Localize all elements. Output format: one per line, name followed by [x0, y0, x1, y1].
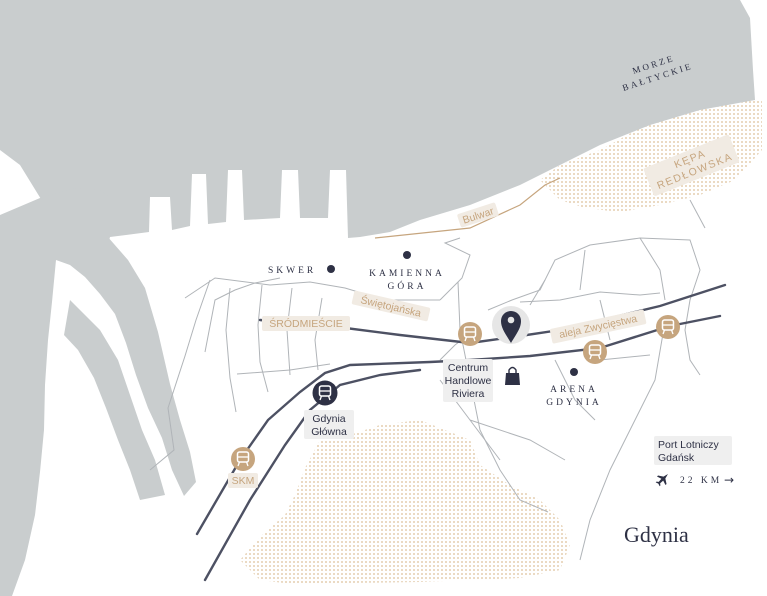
svg-text:Handlowe: Handlowe [445, 375, 492, 387]
label-skwer: SKWER [268, 266, 316, 276]
svg-text:Gdańsk: Gdańsk [658, 452, 695, 464]
label-arena-1: ARENA [550, 385, 598, 395]
skwer-dot-icon [327, 265, 335, 273]
label-kamienna-gora-2: GÓRA [388, 280, 427, 292]
skm-label: SKM [228, 473, 258, 488]
svg-text:SKM: SKM [232, 475, 255, 487]
svg-text:aleja Zwycięstwa: aleja Zwycięstwa [558, 313, 638, 341]
label-arena-2: GDYNIA [546, 398, 601, 408]
svg-text:Port Lotniczy: Port Lotniczy [658, 439, 719, 451]
train-icon-orlowo [656, 315, 680, 339]
bulwar-path [374, 177, 561, 239]
arena-dot-icon [570, 368, 578, 376]
harbour-piers [0, 188, 196, 596]
svg-text:Świętojańska: Świętojańska [359, 293, 422, 320]
train-icon-wzgorze [458, 322, 482, 346]
train-icon-redlowo [583, 340, 607, 364]
airplane-icon [655, 474, 668, 487]
kamienna-gora-dot-icon [403, 251, 411, 259]
svg-text:ŚRÓDMIEŚCIE: ŚRÓDMIEŚCIE [269, 317, 343, 330]
train-icon-skm [231, 447, 255, 471]
label-kamienna-gora-1: KAMIENNA [369, 269, 445, 279]
shopping-bag-icon [505, 366, 520, 385]
arrow-right-icon: → [724, 473, 734, 487]
svg-text:Centrum: Centrum [448, 362, 489, 374]
train-icon-gdynia-glowna [312, 380, 338, 406]
label-swietojanska: Świętojańska [351, 290, 431, 322]
sea [0, 0, 755, 250]
kepa-redlowska-area [540, 100, 762, 212]
svg-text:Riviera: Riviera [452, 388, 485, 400]
label-srodmiescie: ŚRÓDMIEŚCIE [262, 316, 350, 331]
svg-text:Główna: Główna [311, 426, 347, 438]
airport-distance: 22 KM [680, 476, 722, 486]
centrum-label-box: Centrum Handlowe Riviera [443, 359, 493, 402]
forest-area [240, 420, 570, 585]
location-pin-icon [492, 306, 530, 344]
station-label-box: Gdynia Główna [304, 410, 354, 439]
city-name: Gdynia [624, 522, 689, 547]
airport-label-box: Port Lotniczy Gdańsk [654, 436, 732, 465]
svg-text:Gdynia: Gdynia [312, 413, 345, 425]
